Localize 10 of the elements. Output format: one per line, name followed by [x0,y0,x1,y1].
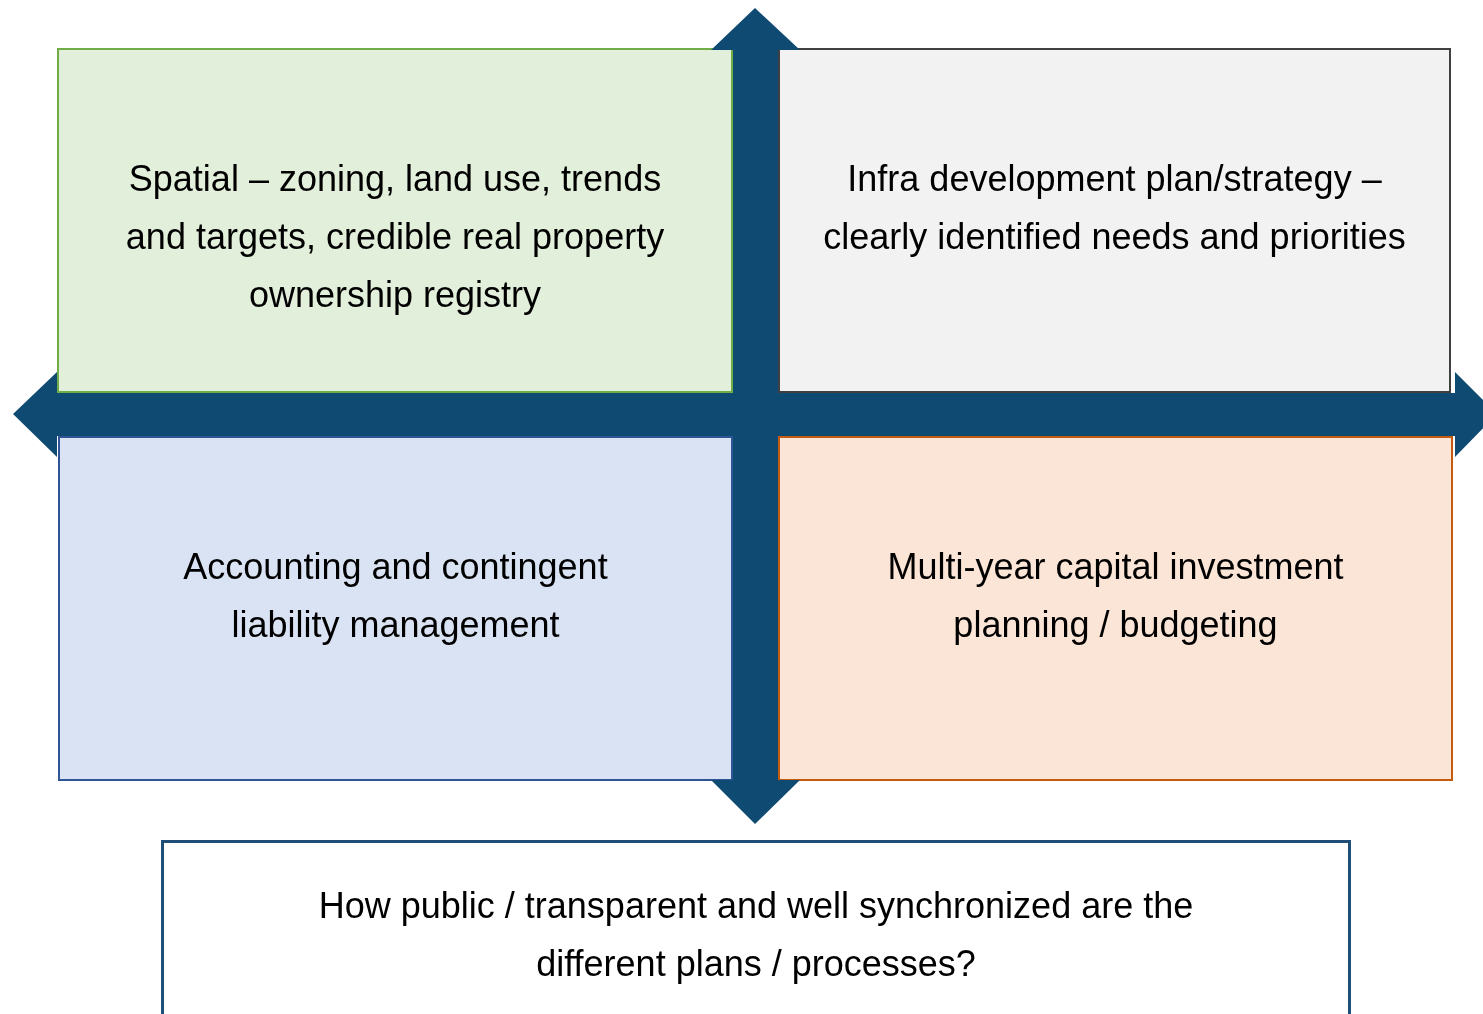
quadrant-box [778,436,1453,781]
box-text: Infra development plan/strategy – clearly identified needs and priorities [822,157,1407,259]
quadrant-box [57,48,733,393]
box-text: How public / transparent and well synchronized are the different plans / processes? [317,884,1195,986]
box-text: Multi-year capital investment planning / budgeting [886,545,1345,647]
box-text: Accounting and contingent liability management [182,545,609,647]
box-text: Spatial – zoning, land use, trends and targets, credible real property ownership registry [124,157,666,317]
quadrant-box [778,48,1451,393]
question-box [161,840,1351,1014]
quadrant-box [58,436,733,781]
